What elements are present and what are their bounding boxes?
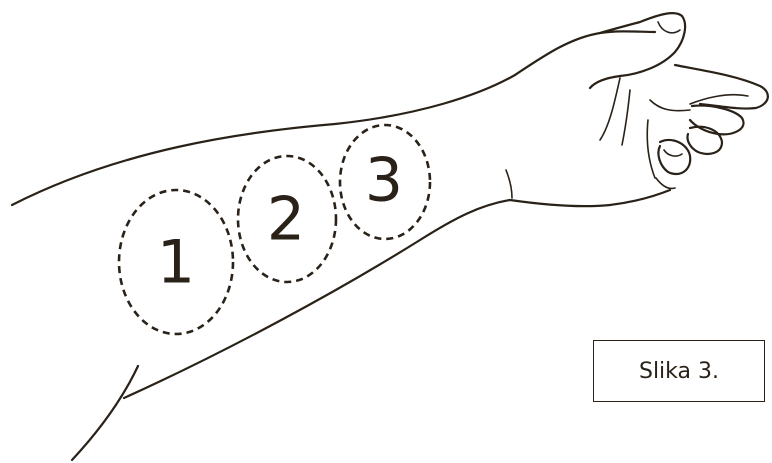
arm-lower-contour-2 — [124, 190, 670, 398]
index-finger-lower — [690, 95, 748, 104]
zone-2-label: 2 — [267, 185, 305, 255]
little-finger — [658, 140, 690, 174]
zone-1-label: 1 — [157, 228, 195, 298]
thumb — [590, 13, 685, 88]
middle-finger — [690, 106, 743, 135]
palm-crease-2 — [622, 90, 630, 145]
palm-crease-3 — [650, 100, 690, 111]
zone-3-label: 3 — [365, 146, 403, 216]
arm-upper-contour — [12, 31, 655, 205]
wrist-line — [506, 170, 512, 198]
thumb-nail — [658, 22, 680, 33]
palm-crease-1 — [600, 78, 620, 140]
index-finger — [675, 65, 768, 109]
caption-box: Slika 3. — [593, 340, 765, 402]
palm-crease-4 — [647, 120, 655, 178]
arm-lower-contour — [72, 366, 138, 460]
fingernail — [664, 150, 682, 156]
figure-caption: Slika 3. — [639, 359, 719, 384]
hand-base — [656, 178, 675, 189]
